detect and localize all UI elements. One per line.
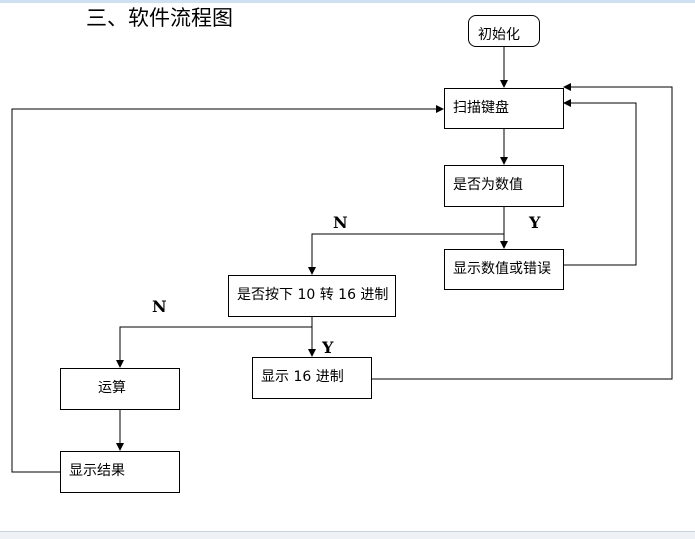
node-show-value-or-error: 显示数值或错误	[444, 249, 564, 290]
node-pressed-10-to-16-label: 是否按下 10 转 16 进制	[237, 287, 389, 303]
window-top-edge	[0, 0, 695, 3]
arrow-result-back-to-scan	[11, 105, 444, 473]
branch-label-convert-no: N	[152, 297, 167, 316]
arrow-error-back-to-scan	[563, 99, 637, 266]
node-scan-keyboard: 扫描键盘	[444, 88, 564, 129]
node-show-result-label: 显示结果	[69, 463, 125, 479]
window-bottom-edge	[0, 531, 695, 539]
arrow-hex-back-to-scan	[372, 83, 673, 380]
node-init-label: 初始化	[478, 27, 520, 43]
node-compute: 运算	[60, 368, 180, 410]
node-compute-label: 运算	[98, 380, 126, 396]
node-show-result: 显示结果	[60, 451, 180, 493]
arrow-convert-no	[116, 326, 312, 368]
node-scan-keyboard-label: 扫描键盘	[453, 100, 509, 116]
node-init: 初始化	[468, 15, 540, 47]
node-is-numeric: 是否为数值	[444, 165, 564, 207]
node-show-hex: 显示 16 进制	[252, 357, 372, 399]
node-show-hex-label: 显示 16 进制	[261, 369, 344, 385]
branch-label-numeric-no: N	[333, 213, 348, 232]
branch-label-numeric-yes: Y	[529, 213, 541, 232]
node-show-value-or-error-label: 显示数值或错误	[453, 261, 551, 277]
branch-label-convert-yes: Y	[322, 338, 334, 357]
arrow-numeric-no	[308, 233, 504, 275]
node-pressed-10-to-16: 是否按下 10 转 16 进制	[228, 275, 396, 317]
page-title: 三、软件流程图	[86, 6, 233, 30]
node-is-numeric-label: 是否为数值	[453, 177, 523, 193]
